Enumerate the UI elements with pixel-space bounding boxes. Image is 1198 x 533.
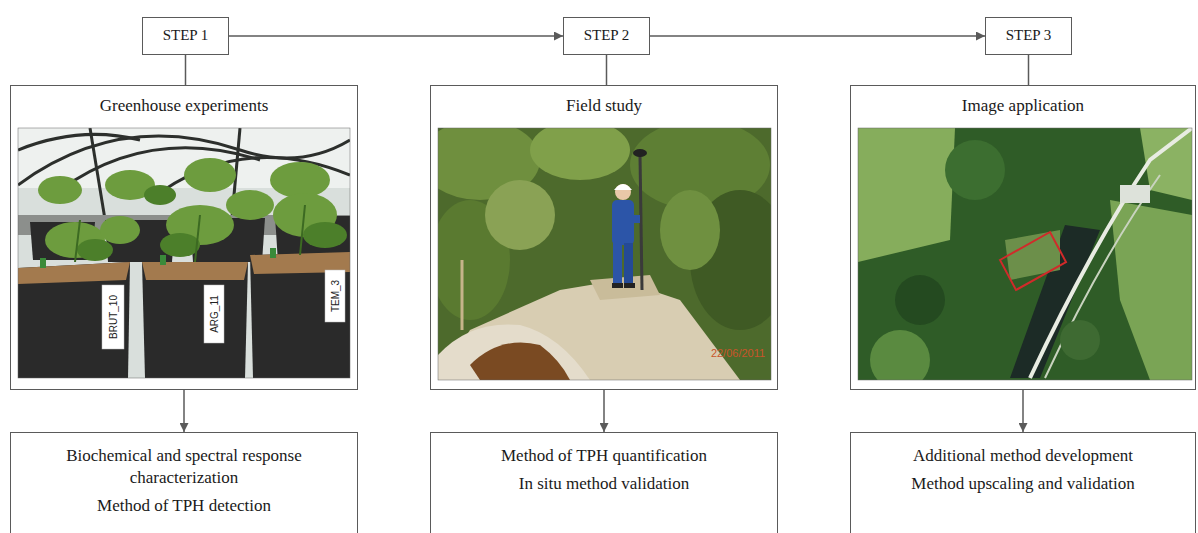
panel-heading: Image application bbox=[861, 95, 1185, 117]
pot-tag: TEM_3 bbox=[330, 280, 341, 312]
step-label: STEP 2 bbox=[584, 26, 630, 46]
step-box: STEP 2 bbox=[563, 17, 650, 55]
outcome-text: Method upscaling and validation bbox=[865, 473, 1181, 495]
flow-arrow bbox=[650, 35, 985, 37]
outcome-box: Method of TPH quantification In situ meth… bbox=[430, 432, 778, 533]
field-photo bbox=[438, 128, 771, 380]
step-box: STEP 1 bbox=[142, 17, 229, 55]
link-line bbox=[606, 55, 608, 85]
pot-tag: ARG_11 bbox=[209, 295, 220, 333]
outcome-text: In situ method validation bbox=[445, 473, 763, 495]
step-label: STEP 3 bbox=[1006, 26, 1052, 46]
step-label: STEP 1 bbox=[163, 26, 209, 46]
outcome-box: Additional method developmentMethod upsc… bbox=[850, 432, 1196, 533]
link-line bbox=[185, 55, 187, 85]
step-box: STEP 3 bbox=[985, 17, 1072, 55]
outcome-text: Additional method development bbox=[865, 445, 1181, 467]
stage-panel: Field study bbox=[430, 85, 778, 390]
link-line bbox=[1028, 55, 1030, 85]
outcome-text: Biochemical and spectral response charac… bbox=[25, 445, 343, 489]
outcome-box: Biochemical and spectral response charac… bbox=[10, 432, 358, 533]
date-stamp: 22/06/2011 bbox=[711, 347, 765, 359]
flow-arrow bbox=[1022, 390, 1024, 432]
aerial-image bbox=[858, 128, 1192, 380]
pot-tag: BRUT_10 bbox=[108, 295, 119, 339]
outcome-text: Method of TPH quantification bbox=[445, 445, 763, 467]
flow-arrow bbox=[229, 35, 563, 37]
outcome-text: Method of TPH detection bbox=[25, 495, 343, 517]
panel-heading: Greenhouse experiments bbox=[21, 95, 347, 117]
stage-panel: Image application bbox=[850, 85, 1196, 390]
flow-arrow bbox=[183, 390, 185, 432]
panel-heading: Field study bbox=[441, 95, 767, 117]
flow-arrow bbox=[603, 390, 605, 432]
stage-panel: Greenhouse experiments bbox=[10, 85, 358, 390]
greenhouse-photo bbox=[18, 128, 350, 378]
